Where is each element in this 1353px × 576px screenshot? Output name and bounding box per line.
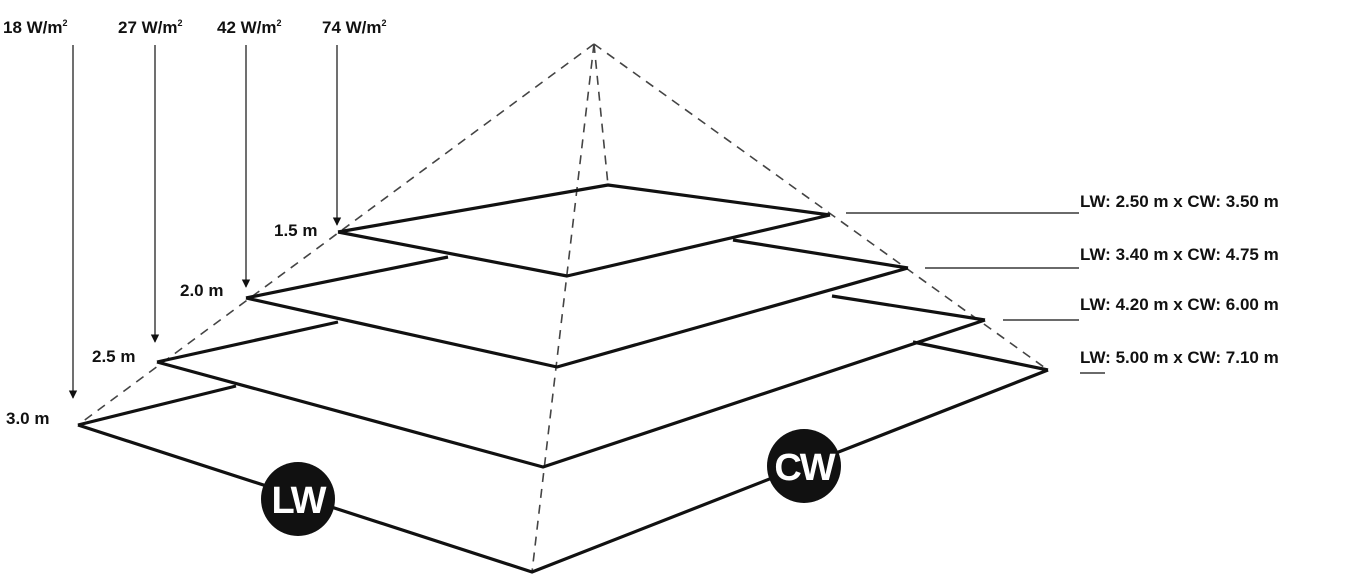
irradiance-label-74: 74 W/m2 — [322, 18, 387, 37]
irradiance-label-42: 42 W/m2 — [217, 18, 282, 37]
height-label-3-0m: 3.0 m — [6, 409, 49, 428]
dimension-leaders — [846, 212, 1105, 374]
height-labels: 1.5 m 2.0 m 2.5 m 3.0 m — [6, 221, 317, 428]
dimension-labels: LW: 2.50 m x CW: 3.50 m LW: 3.40 m x CW:… — [1080, 192, 1279, 367]
projection-line-back — [593, 43, 609, 186]
irradiance-labels: 18 W/m2 27 W/m2 42 W/m2 74 W/m2 — [3, 18, 387, 37]
height-label-2-0m: 2.0 m — [180, 281, 223, 300]
dimension-label-2-5m: LW: 4.20 m x CW: 6.00 m — [1080, 295, 1279, 314]
height-label-1-5m: 1.5 m — [274, 221, 317, 240]
dimension-label-3-0m: LW: 5.00 m x CW: 7.10 m — [1080, 348, 1279, 367]
dimension-label-2-0m: LW: 3.40 m x CW: 4.75 m — [1080, 245, 1279, 264]
height-label-2-5m: 2.5 m — [92, 347, 135, 366]
irradiance-label-18: 18 W/m2 — [3, 18, 68, 37]
plane-1-5m — [337, 183, 831, 278]
dimension-label-1-5m: LW: 2.50 m x CW: 3.50 m — [1080, 192, 1279, 211]
cw-badge: CW — [767, 429, 841, 503]
plane-2-0m — [245, 238, 909, 369]
plane-3-0m — [77, 340, 1049, 574]
projection-line-front — [531, 43, 595, 573]
irradiance-arrows — [68, 45, 342, 399]
cw-badge-text: CW — [774, 447, 835, 489]
lw-badge-text: LW — [272, 480, 327, 522]
plane-2-5m — [156, 294, 986, 469]
irradiance-label-27: 27 W/m2 — [118, 18, 183, 37]
lw-badge: LW — [261, 462, 335, 536]
projection-line-right — [593, 43, 1049, 371]
